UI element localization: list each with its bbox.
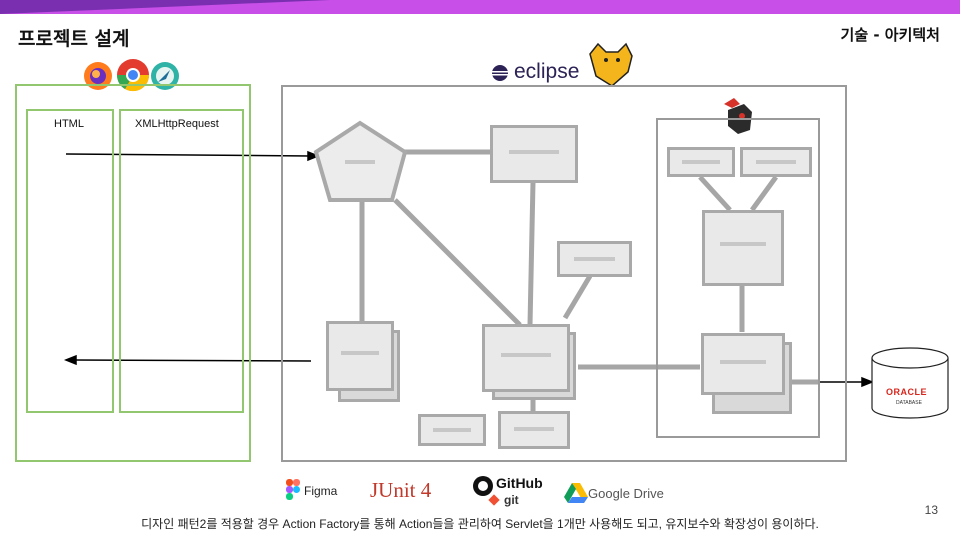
browser-container bbox=[15, 84, 251, 462]
action-factory-node bbox=[490, 125, 578, 183]
config-node bbox=[740, 147, 812, 177]
figma-icon bbox=[286, 479, 300, 500]
google-drive-icon bbox=[564, 483, 588, 503]
page-title: 프로젝트 설계 bbox=[18, 28, 130, 50]
eclipse-logo bbox=[492, 65, 508, 81]
dao-node bbox=[701, 333, 785, 395]
xhr-label: XMLHttpRequest bbox=[135, 118, 219, 130]
google-drive-label: Google Drive bbox=[588, 486, 664, 501]
persistence-container bbox=[656, 118, 820, 438]
footer-caption: 디자인 패턴2를 적용할 경우 Action Factory를 통해 Actio… bbox=[141, 517, 819, 531]
top-accent-stripe bbox=[0, 0, 330, 14]
session-factory-node bbox=[702, 210, 784, 286]
mapper-node bbox=[667, 147, 735, 177]
tomcat-icon bbox=[589, 42, 633, 87]
page-subtitle: 기술 - 아키텍처 bbox=[840, 26, 940, 44]
xhr-column bbox=[119, 109, 244, 413]
controller-node bbox=[313, 120, 408, 202]
github-icon bbox=[473, 476, 493, 496]
database-cylinder bbox=[871, 347, 949, 419]
page-number: 13 bbox=[924, 503, 938, 517]
server-container bbox=[281, 85, 847, 462]
util-node bbox=[498, 411, 570, 449]
junit-label: JUnit 4 bbox=[370, 478, 432, 502]
eclipse-label: eclipse bbox=[514, 60, 580, 83]
git-label: git bbox=[504, 493, 519, 507]
database-label: DATABASE bbox=[896, 400, 922, 406]
html-column bbox=[26, 109, 114, 413]
view-node bbox=[326, 321, 394, 391]
safari-icon bbox=[151, 62, 179, 90]
action-interface-node bbox=[557, 241, 632, 277]
git-icon bbox=[488, 494, 500, 506]
chrome-icon bbox=[116, 59, 150, 92]
dto-node bbox=[418, 414, 486, 446]
oracle-label: ORACLE bbox=[886, 387, 927, 397]
action-node bbox=[482, 324, 570, 392]
figma-label: Figma bbox=[304, 484, 338, 498]
html-label: HTML bbox=[54, 118, 84, 130]
github-label: GitHub bbox=[496, 475, 543, 491]
firefox-icon bbox=[84, 62, 112, 90]
